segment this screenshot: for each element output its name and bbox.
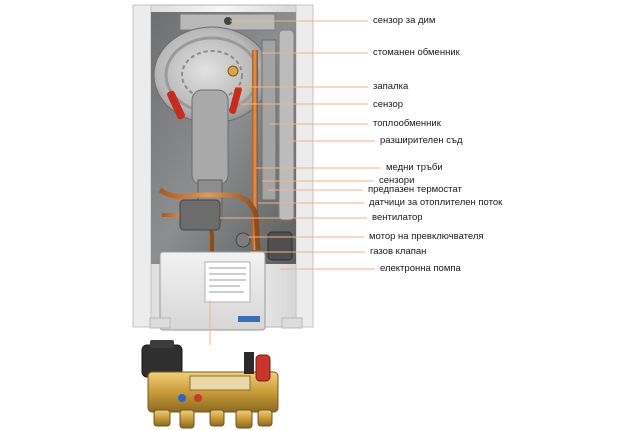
valve-motor-cap	[150, 340, 174, 348]
boiler-foot-right	[281, 317, 303, 329]
label-electronic-pump: електронна помпа	[380, 263, 461, 274]
label-gas-valve: газов клапан	[370, 246, 427, 257]
burner-tube	[191, 89, 229, 186]
copper-pipe-loop	[158, 187, 261, 251]
label-steel-exchanger: стоманен обменник	[373, 47, 460, 58]
control-box-tag	[238, 316, 260, 322]
fan-part	[179, 199, 221, 231]
label-copper-pipes: медни тръби	[386, 162, 443, 173]
control-box-label	[204, 261, 251, 303]
brass-plate	[189, 375, 251, 391]
blue-tap	[178, 394, 186, 402]
label-sensor: сензор	[373, 99, 404, 110]
label-switch-motor: мотор на превключвателя	[369, 231, 484, 242]
red-valve	[255, 354, 271, 382]
label-smoke-sensor: сензор за дим	[373, 15, 436, 26]
valve-assembly	[141, 300, 279, 429]
igniter-part	[167, 90, 185, 120]
gas-valve-part	[235, 232, 251, 248]
label-flow-sensors: датчици за отоплителен поток	[369, 197, 503, 208]
copper-pipe-main	[252, 50, 258, 250]
brass-fittings	[153, 409, 273, 429]
control-box-label-lines	[209, 267, 246, 293]
black-pipe	[244, 352, 254, 374]
label-heat-exchanger: топлообменник	[373, 118, 441, 129]
brass-fitting	[227, 65, 239, 77]
leader-lines	[220, 20, 381, 270]
boiler-foot-left	[149, 317, 171, 329]
boiler-unit	[132, 4, 314, 331]
expansion-vessel-part	[278, 29, 295, 221]
label-igniter: запалка	[373, 81, 409, 92]
sensor-part	[229, 86, 242, 114]
boiler-left-frame	[132, 4, 152, 328]
label-safety-thermostat: предпазен термостат	[368, 184, 462, 195]
pump-part	[267, 231, 293, 261]
label-fan: вентилатор	[372, 212, 423, 223]
red-tap	[194, 394, 202, 402]
label-sensors: сензори	[379, 175, 415, 186]
label-expansion-vessel: разширителен съд	[380, 135, 463, 146]
smoke-sensor-part	[224, 17, 232, 25]
heat-exchanger-tube	[261, 39, 277, 201]
